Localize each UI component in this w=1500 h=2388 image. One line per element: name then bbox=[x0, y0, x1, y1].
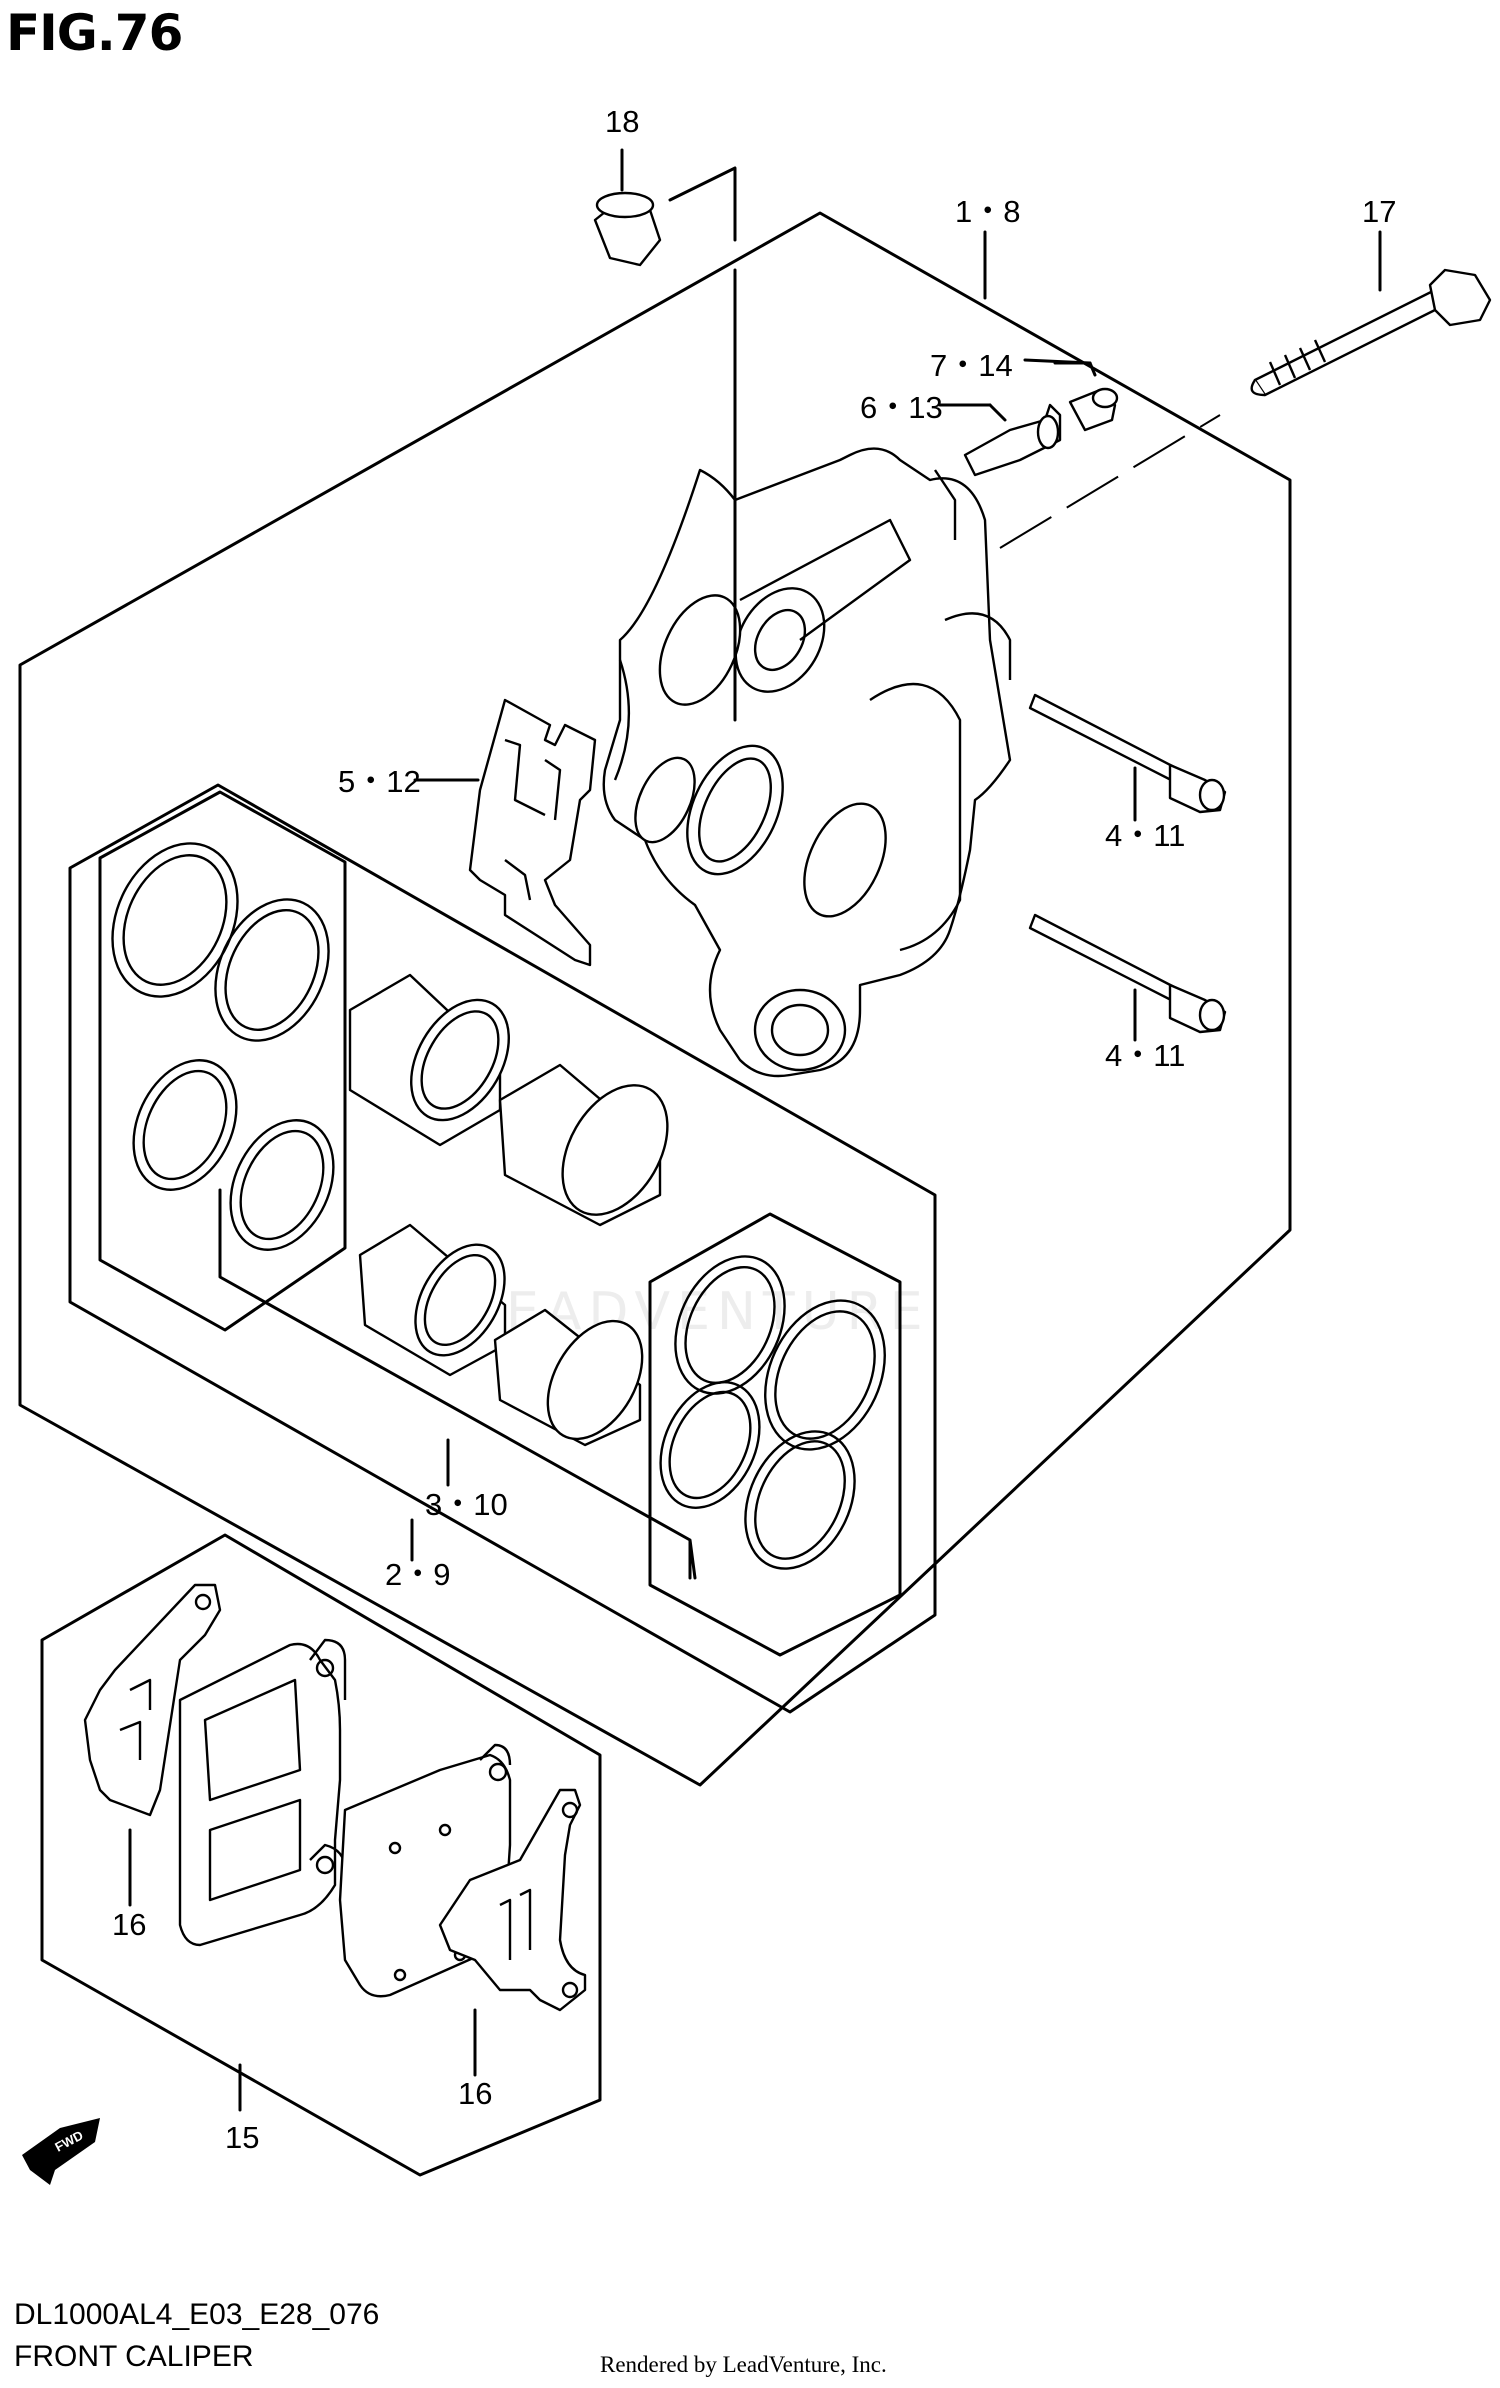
seal-rings-right bbox=[659, 1255, 886, 1570]
brake-pad-left bbox=[83, 1583, 347, 1947]
mounting-bolt bbox=[1250, 268, 1492, 397]
fwd-arrow: FWD bbox=[22, 2118, 100, 2185]
ring-18 bbox=[593, 191, 662, 267]
seal-kit-frame bbox=[68, 783, 937, 1714]
callout-4-11-lower: 4・11 bbox=[1105, 1038, 1185, 1073]
piston-set-frame bbox=[218, 1188, 697, 1580]
figure-title: FIG.76 bbox=[6, 4, 183, 62]
pad-spring bbox=[468, 698, 597, 967]
model-code: DL1000AL4_E03_E28_076 bbox=[14, 2298, 380, 2331]
seal-box-right bbox=[648, 1212, 902, 1657]
callout-18: 18 bbox=[605, 104, 639, 139]
diagram-caption: FRONT CALIPER bbox=[14, 2340, 254, 2373]
callout-6-13: 6・13 bbox=[860, 390, 943, 425]
seal-box-left bbox=[98, 790, 347, 1332]
pad-pin-lower bbox=[1028, 913, 1227, 1034]
callout-7-14: 7・14 bbox=[930, 348, 1013, 383]
pistons bbox=[348, 973, 669, 1447]
caliper-body bbox=[602, 447, 1012, 1078]
callout-15: 15 bbox=[225, 2120, 259, 2155]
rendered-by-credit: Rendered by LeadVenture, Inc. bbox=[600, 2352, 887, 2377]
pad-pin-upper bbox=[1028, 693, 1227, 814]
callout-5-12: 5・12 bbox=[338, 764, 421, 799]
pad-set-frame bbox=[40, 1533, 602, 2177]
assembly-frame bbox=[18, 211, 1292, 1787]
brake-pad-right bbox=[338, 1743, 587, 2012]
leader-lines bbox=[128, 148, 1382, 2112]
center-lines bbox=[734, 370, 1221, 549]
callout-17: 17 bbox=[1362, 194, 1396, 229]
callout-1-8: 1・8 bbox=[955, 194, 1020, 229]
callout-2-9: 2・9 bbox=[385, 1557, 450, 1592]
callout-16-left: 16 bbox=[112, 1907, 146, 1942]
bleeder-valve bbox=[963, 403, 1062, 477]
seal-rings-left bbox=[111, 842, 335, 1251]
bleeder-cap bbox=[1068, 387, 1119, 432]
callout-16-right: 16 bbox=[458, 2076, 492, 2111]
callout-4-11-upper: 4・11 bbox=[1105, 818, 1185, 853]
callout-3-10: 3・10 bbox=[425, 1487, 508, 1522]
